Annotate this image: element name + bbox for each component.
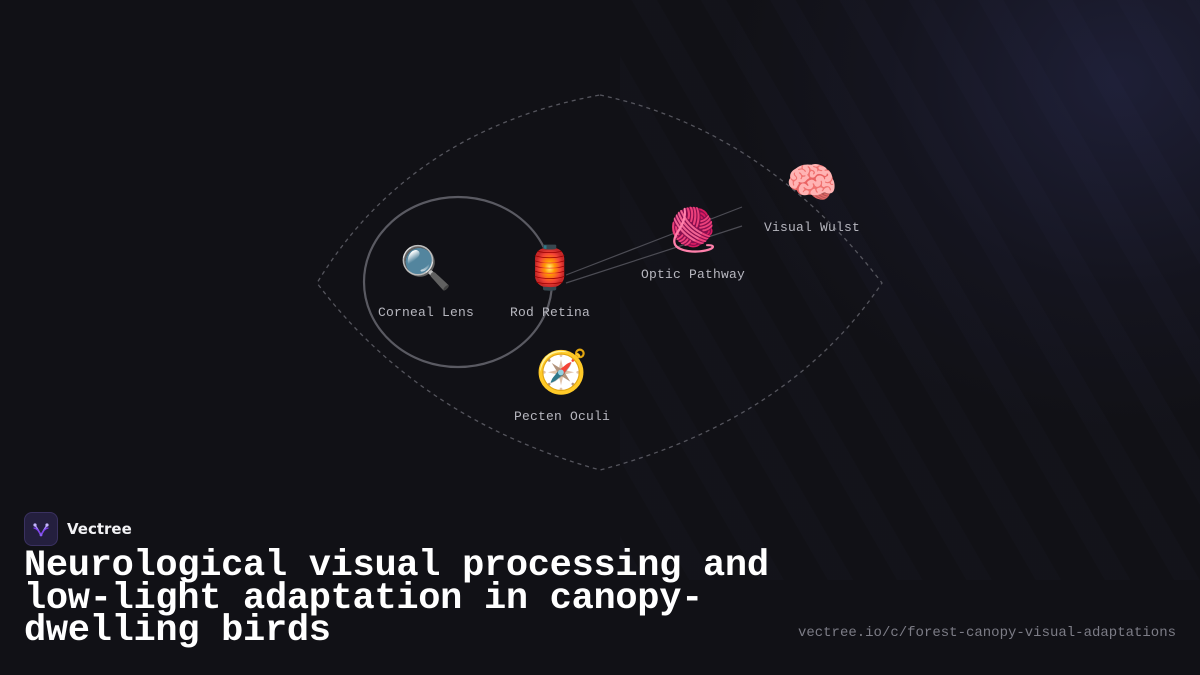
compass-icon: 🧭 bbox=[535, 347, 589, 396]
outer-boundary bbox=[316, 94, 883, 471]
edge-rod-retina-visual-wulst bbox=[565, 225, 743, 284]
edge-rod-retina-optic-pathway bbox=[565, 206, 743, 276]
yarn-ball-icon: 🧶 bbox=[666, 205, 720, 254]
node-label: Optic Pathway bbox=[640, 267, 746, 282]
node-corneal-lens[interactable]: 🔍 Corneal Lens bbox=[346, 243, 506, 321]
page-url[interactable]: vectree.io/c/forest-canopy-visual-adapta… bbox=[797, 625, 1176, 641]
node-rod-retina[interactable]: 🏮 Rod Retina bbox=[470, 243, 630, 321]
magnifying-glass-icon: 🔍 bbox=[399, 243, 453, 292]
node-pecten-oculi[interactable]: 🧭 Pecten Oculi bbox=[482, 347, 642, 425]
node-label: Rod Retina bbox=[509, 305, 590, 320]
node-label: Corneal Lens bbox=[377, 305, 474, 320]
page-title: Neurological visual processing and low-l… bbox=[24, 545, 769, 652]
brand[interactable]: Vectree bbox=[24, 512, 132, 546]
node-visual-wulst[interactable]: 🧠 Visual Wulst bbox=[732, 158, 892, 236]
vectree-logo-icon bbox=[24, 512, 58, 546]
node-label: Visual Wulst bbox=[763, 220, 860, 235]
eye-cluster-boundary bbox=[362, 195, 554, 369]
brand-name: Vectree bbox=[67, 520, 132, 538]
brain-icon: 🧠 bbox=[785, 158, 839, 207]
node-label: Pecten Oculi bbox=[513, 409, 610, 424]
node-optic-pathway[interactable]: 🧶 Optic Pathway bbox=[613, 205, 773, 283]
lantern-icon: 🏮 bbox=[523, 243, 577, 292]
